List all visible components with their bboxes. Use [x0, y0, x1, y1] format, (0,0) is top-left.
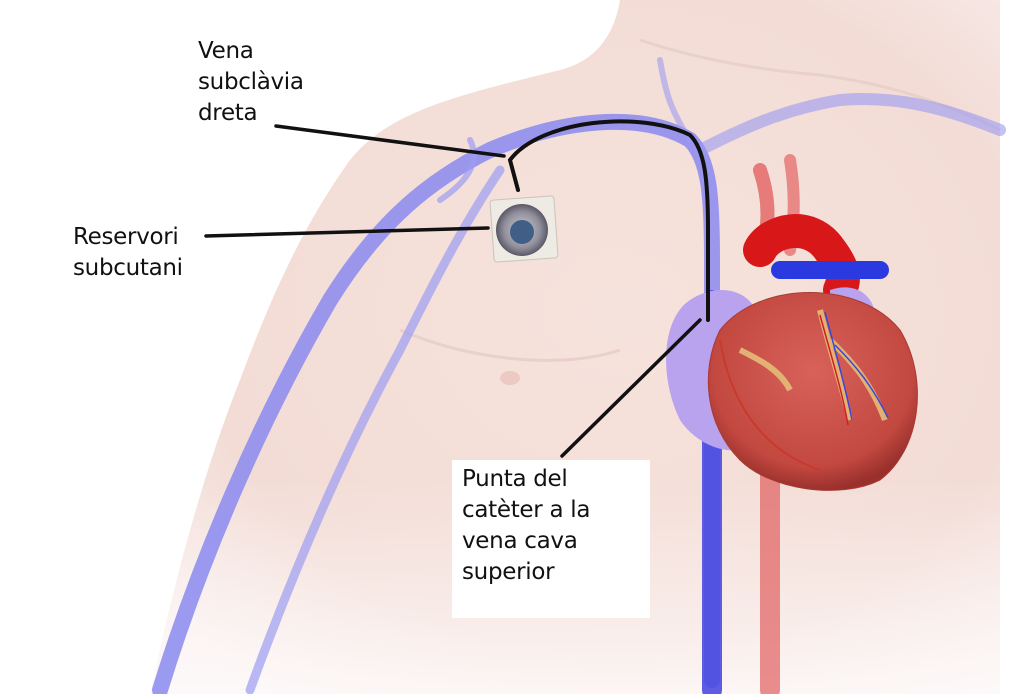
label-line: Punta del [462, 466, 568, 492]
label-line: vena cava [462, 528, 578, 554]
leader-catheter-tip [560, 318, 702, 458]
label-line: subclàvia [198, 69, 304, 95]
aortic-arch [743, 214, 860, 307]
label-line: superior [462, 559, 555, 585]
label-line: subcutani [73, 255, 183, 281]
label-line: dreta [198, 100, 258, 126]
heart [666, 287, 918, 491]
leader-port [204, 226, 490, 238]
label-line: catèter a la [462, 497, 591, 523]
label-subclavian-vein: Vena subclàvia dreta [198, 36, 304, 129]
leader-subclavian [274, 124, 506, 158]
label-catheter-tip: Punta del catèter a la vena cava superio… [452, 460, 650, 618]
label-line: Reservori [73, 224, 179, 250]
subcutaneous-port [489, 195, 559, 263]
nipple [500, 371, 520, 385]
label-subcutaneous-port: Reservori subcutani [73, 222, 183, 284]
leader-lines [204, 124, 702, 458]
catheter [507, 119, 710, 322]
label-line: Vena [198, 38, 254, 64]
